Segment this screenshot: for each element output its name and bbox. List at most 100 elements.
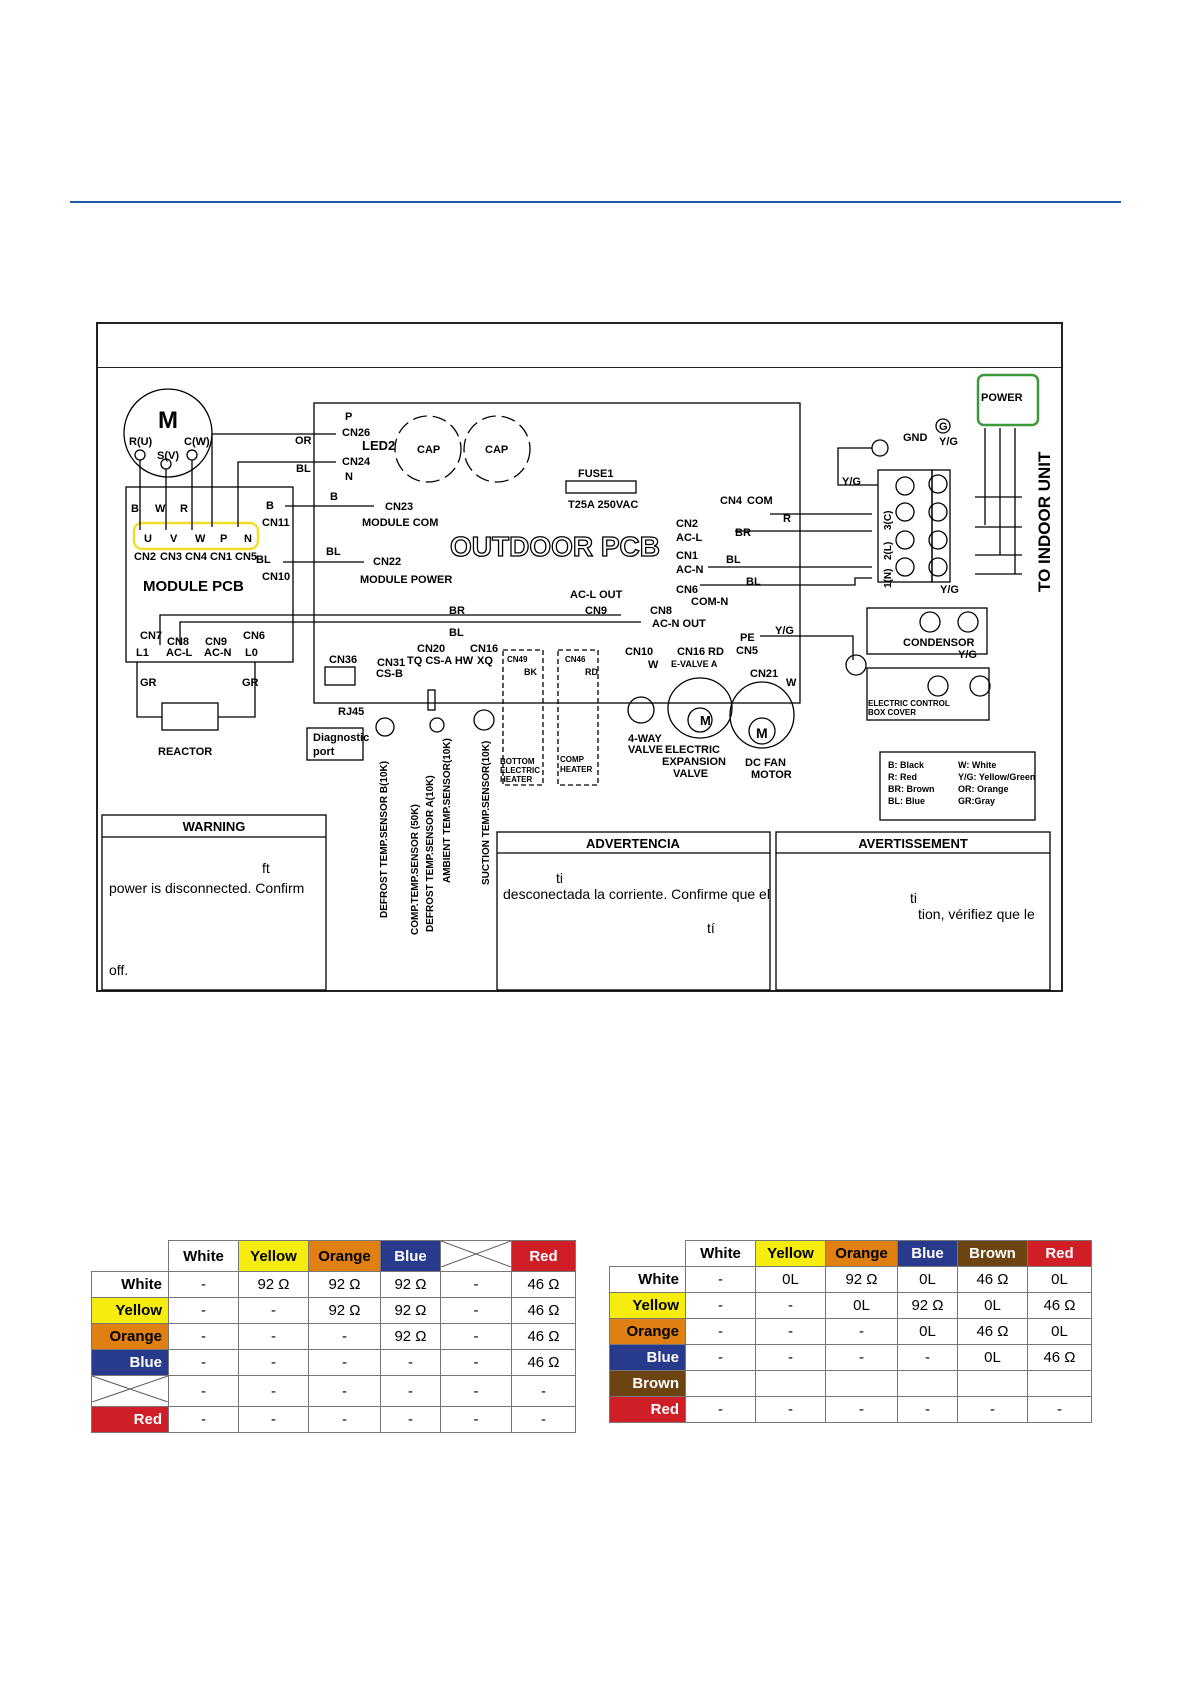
table-cell: 46 Ω (957, 1318, 1028, 1345)
sensor-label: DEFROST TEMP.SENSOR B(10K) (379, 761, 390, 918)
table-corner (610, 1241, 686, 1267)
wire-label: BR (449, 605, 465, 617)
rj45-label: RJ45 (338, 706, 364, 718)
ground-g-label: G (939, 421, 948, 433)
connector-label: CN31 (377, 657, 405, 669)
tq-label: TQ CS-A HW (407, 655, 474, 667)
motor-label: M (158, 407, 178, 434)
table-corner (92, 1241, 169, 1272)
wiring-diagram-frame (96, 322, 1063, 992)
led-block-label: LED2 (362, 438, 395, 453)
table-cell: - (168, 1375, 239, 1407)
legend-entry: BR: Brown (888, 784, 935, 794)
sensor-label: COMP.TEMP.SENSOR (50K) (410, 804, 421, 935)
wire-label: GR (140, 677, 157, 689)
diagnostic-port-label: port (313, 746, 335, 758)
module-bottom-pin: AC-L (166, 647, 193, 659)
table-cell: 92 Ω (380, 1271, 441, 1298)
table-cell: - (1027, 1396, 1092, 1423)
table-cell: - (238, 1297, 309, 1324)
table-cell (897, 1370, 958, 1397)
row-header-yellow: Yellow (609, 1292, 686, 1319)
connector-label: CN10 (625, 646, 653, 658)
cap-2 (463, 415, 531, 483)
col-header-blue: Blue (380, 1240, 441, 1272)
legend-entry: BL: Blue (888, 796, 925, 806)
power-highlight-box (976, 373, 1040, 427)
table-cell: - (238, 1323, 309, 1350)
warning-en-line: off. (109, 962, 129, 978)
table-cell: 46 Ω (511, 1297, 576, 1324)
module-connector: CN1 (210, 551, 232, 563)
acn-out-label: AC-N OUT (652, 618, 706, 630)
module-pins-highlight (132, 521, 260, 551)
module-pin: V (170, 533, 178, 545)
col-header-white: White (168, 1240, 239, 1272)
csb-label: CS-B (376, 668, 403, 680)
legend-entry: GR:Gray (958, 796, 995, 806)
module-bottom-pin: L0 (245, 647, 258, 659)
module-connector: CN4 (185, 551, 208, 563)
table-cell: 46 Ω (511, 1323, 576, 1350)
warning-es-line: ti (556, 870, 563, 886)
fuse-label: FUSE1 (578, 468, 613, 480)
table-cell: 0L (825, 1292, 898, 1319)
row-header-orange: Orange (609, 1318, 686, 1345)
wire-label: GR (242, 677, 259, 689)
wire-label: RD (708, 646, 724, 658)
module-bottom-connector: CN9 (205, 636, 227, 648)
table-row: ------ (91, 1375, 576, 1407)
row-header-orange: Orange (91, 1323, 169, 1350)
col-header-blue: Blue (897, 1240, 958, 1267)
outdoor-pcb-box (313, 402, 801, 704)
table-cell: - (380, 1375, 441, 1407)
connector-label: CN16 (677, 646, 705, 658)
wire-label: Y/G (940, 584, 959, 596)
connector-label: CN21 (750, 668, 778, 680)
connector-label: CN22 (373, 556, 401, 568)
table-cell: - (685, 1266, 756, 1293)
col-header-red: Red (1027, 1240, 1092, 1267)
row-header-blue: Blue (91, 1349, 169, 1376)
diagnostic-port-label: Diagnostic (313, 732, 369, 744)
gnd-label: GND (903, 432, 928, 444)
warning-fr-box (775, 831, 1051, 991)
row-header-white: White (609, 1266, 686, 1293)
wire-label: Y/G (939, 436, 958, 448)
compressor-motor-circle (123, 388, 213, 478)
table-row: Blue -----46 Ω (91, 1349, 576, 1376)
table-cell: - (168, 1297, 239, 1324)
table-row: Orange ---92 Ω-46 Ω (91, 1323, 576, 1350)
header-rule (70, 201, 1121, 203)
motor-terminal-sv: S(V) (157, 450, 179, 462)
dc-fan-label: DC FAN (745, 757, 786, 769)
table-cell: - (440, 1271, 512, 1298)
table-cell: - (308, 1375, 381, 1407)
col-header-orange: Orange (825, 1240, 898, 1267)
row-header-white: White (91, 1271, 169, 1298)
expansion-valve-label: ELECTRIC (665, 744, 720, 756)
terminal-port: 3(C) (883, 511, 894, 530)
dc-fan-label: MOTOR (751, 769, 792, 781)
power-label: POWER (981, 392, 1023, 404)
col-header-brown: Brown (957, 1240, 1028, 1267)
wire-label: BK (524, 667, 537, 677)
wire-label: BR (735, 527, 751, 539)
table-cell (1027, 1370, 1092, 1397)
xq-label: XQ (477, 655, 493, 667)
led-block-label: CN26 (342, 427, 370, 439)
table-cell: 92 Ω (308, 1297, 381, 1324)
module-bottom-pin: L1 (136, 647, 149, 659)
col-header-yellow: Yellow (755, 1240, 826, 1267)
module-pin: U (144, 533, 152, 545)
pe-label: PE (740, 632, 755, 644)
table-cell: 92 Ω (380, 1297, 441, 1324)
led-block-label: N (345, 471, 353, 483)
motor-terminal-ru: R(U) (129, 436, 153, 448)
module-connector: CN3 (160, 551, 182, 563)
connector-label: CN1 (676, 550, 698, 562)
table-cell: - (238, 1349, 309, 1376)
table-cell: 0L (897, 1318, 958, 1345)
table-cell: - (511, 1406, 576, 1433)
